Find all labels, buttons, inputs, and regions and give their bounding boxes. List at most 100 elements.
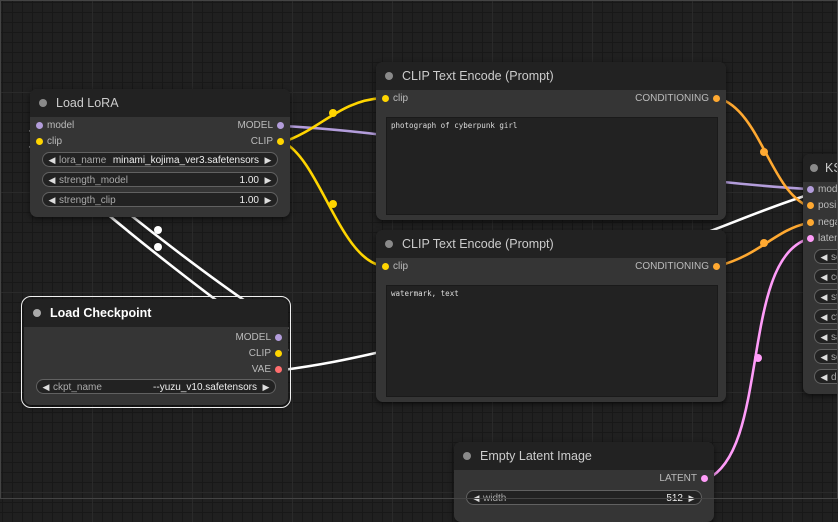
node-title-bar[interactable]: KS — [803, 154, 838, 182]
collapse-dot-icon[interactable] — [810, 164, 818, 172]
arrow-left-icon[interactable]: ◀ — [48, 175, 56, 185]
conditioning-socket-icon[interactable] — [713, 95, 720, 102]
input-slot-model[interactable]: model — [33, 119, 74, 133]
output-slot-conditioning[interactable]: CONDITIONING — [635, 260, 723, 274]
lora-name-combo[interactable]: ◀ lora_name minami_kojima_ver3.safetenso… — [42, 152, 278, 167]
arrow-left-icon[interactable]: ◀ — [820, 272, 828, 282]
link-midpoint[interactable] — [154, 243, 162, 251]
clip-text-encode-positive-node[interactable]: CLIP Text Encode (Prompt) clip CONDITION… — [376, 62, 726, 220]
width-number[interactable]: ◀ width 512 ▶ — [466, 490, 702, 505]
input-slot-clip[interactable]: clip — [379, 92, 408, 106]
clip-text-encode-negative-node[interactable]: CLIP Text Encode (Prompt) clip CONDITION… — [376, 230, 726, 402]
slot-label: clip — [47, 136, 63, 147]
conditioning-socket-icon[interactable] — [807, 219, 814, 226]
arrow-right-icon[interactable]: ▶ — [264, 175, 272, 185]
collapse-dot-icon[interactable] — [463, 452, 471, 460]
model-socket-icon[interactable] — [277, 122, 284, 129]
widget-value: minami_kojima_ver3.safetensors — [112, 155, 259, 166]
clip-socket-icon[interactable] — [382, 95, 389, 102]
link-vae-out[interactable] — [282, 350, 381, 372]
clip-socket-icon[interactable] — [275, 350, 282, 357]
output-slot-conditioning[interactable]: CONDITIONING — [635, 92, 723, 106]
clip-socket-icon[interactable] — [382, 263, 389, 270]
ksampler-widget-scheduler[interactable]: ◀ sc — [814, 349, 838, 364]
clip-socket-icon[interactable] — [36, 138, 43, 145]
node-title-bar[interactable]: Load Checkpoint — [24, 299, 288, 327]
vae-socket-icon[interactable] — [275, 366, 282, 373]
ckpt-name-combo[interactable]: ◀ ckpt_name --yuzu_v10.safetensors ▶ — [36, 379, 276, 394]
conditioning-socket-icon[interactable] — [713, 263, 720, 270]
output-slot-clip[interactable]: CLIP — [251, 135, 287, 149]
link-midpoint[interactable] — [154, 226, 162, 234]
output-slot-latent[interactable]: LATENT — [659, 472, 711, 486]
link-midpoint[interactable] — [760, 148, 768, 156]
ksampler-node[interactable]: KS mode posi nega laten ◀ se ◀ co ◀ st ◀… — [803, 154, 838, 394]
input-slot-negative[interactable]: nega — [804, 216, 838, 230]
empty-latent-image-node[interactable]: Empty Latent Image LATENT ◀ width 512 ▶ — [454, 442, 714, 522]
ksampler-widget-cfg[interactable]: ◀ cf — [814, 309, 838, 324]
ksampler-widget-sampler[interactable]: ◀ sa — [814, 329, 838, 344]
node-title-bar[interactable]: Empty Latent Image — [454, 442, 714, 470]
widget-label: sc — [831, 352, 838, 363]
widget-label: strength_clip — [59, 195, 116, 206]
collapse-dot-icon[interactable] — [39, 99, 47, 107]
arrow-left-icon[interactable]: ◀ — [820, 252, 828, 262]
widget-value: --yuzu_v10.safetensors — [153, 382, 257, 393]
input-slot-clip[interactable]: clip — [379, 260, 408, 274]
arrow-left-icon[interactable]: ◀ — [820, 332, 828, 342]
input-slot-latent[interactable]: laten — [804, 232, 838, 246]
link-midpoint[interactable] — [329, 200, 337, 208]
widget-value: 1.00 — [239, 195, 259, 206]
strength-model-number[interactable]: ◀ strength_model 1.00 ▶ — [42, 172, 278, 187]
load-lora-node[interactable]: Load LoRA model clip MODEL CLIP ◀ lora_n… — [30, 89, 290, 217]
link-lora-clip-to-positive[interactable] — [282, 96, 384, 144]
link-lora-clip-to-negative[interactable] — [282, 140, 384, 268]
node-title-bar[interactable]: Load LoRA — [30, 89, 290, 117]
arrow-left-icon[interactable]: ◀ — [820, 312, 828, 322]
arrow-right-icon[interactable]: ▶ — [262, 382, 270, 392]
slot-label: clip — [393, 93, 409, 104]
ksampler-widget-seed[interactable]: ◀ se — [814, 249, 838, 264]
output-slot-clip[interactable]: CLIP — [249, 347, 285, 361]
ksampler-widget-steps[interactable]: ◀ st — [814, 289, 838, 304]
node-title-bar[interactable]: CLIP Text Encode (Prompt) — [376, 62, 726, 90]
model-socket-icon[interactable] — [36, 122, 43, 129]
prompt-textarea[interactable]: photograph of cyberpunk girl — [386, 117, 718, 215]
prompt-textarea[interactable]: watermark, text — [386, 285, 718, 397]
arrow-right-icon[interactable]: ▶ — [264, 155, 272, 165]
arrow-left-icon[interactable]: ◀ — [820, 352, 828, 362]
output-slot-model[interactable]: MODEL — [235, 331, 285, 345]
input-slot-positive[interactable]: posi — [804, 199, 836, 213]
clip-socket-icon[interactable] — [277, 138, 284, 145]
arrow-right-icon[interactable]: ▶ — [264, 195, 272, 205]
collapse-dot-icon[interactable] — [385, 72, 393, 80]
link-midpoint[interactable] — [760, 239, 768, 247]
conditioning-socket-icon[interactable] — [807, 202, 814, 209]
widget-label: se — [831, 252, 838, 263]
widget-label: sa — [831, 332, 838, 343]
ksampler-widget-denoise[interactable]: ◀ de — [814, 369, 838, 384]
link-midpoint[interactable] — [754, 354, 762, 362]
collapse-dot-icon[interactable] — [33, 309, 41, 317]
arrow-left-icon[interactable]: ◀ — [48, 195, 56, 205]
arrow-left-icon[interactable]: ◀ — [48, 155, 56, 165]
arrow-left-icon[interactable]: ◀ — [820, 292, 828, 302]
node-title-bar[interactable]: CLIP Text Encode (Prompt) — [376, 230, 726, 258]
ksampler-widget-control[interactable]: ◀ co — [814, 269, 838, 284]
model-socket-icon[interactable] — [807, 186, 814, 193]
latent-socket-icon[interactable] — [701, 475, 708, 482]
widget-label: co — [831, 272, 838, 283]
load-checkpoint-node[interactable]: Load Checkpoint MODEL CLIP VAE ◀ ckpt_na… — [21, 296, 291, 408]
input-slot-clip[interactable]: clip — [33, 135, 62, 149]
latent-socket-icon[interactable] — [807, 235, 814, 242]
model-socket-icon[interactable] — [275, 334, 282, 341]
collapse-dot-icon[interactable] — [385, 240, 393, 248]
link-midpoint[interactable] — [329, 109, 337, 117]
slot-label: laten — [818, 233, 838, 244]
input-slot-model[interactable]: mode — [804, 183, 838, 197]
output-slot-model[interactable]: MODEL — [237, 119, 287, 133]
arrow-left-icon[interactable]: ◀ — [820, 372, 828, 382]
arrow-left-icon[interactable]: ◀ — [42, 382, 50, 392]
strength-clip-number[interactable]: ◀ strength_clip 1.00 ▶ — [42, 192, 278, 207]
output-slot-vae[interactable]: VAE — [252, 363, 285, 377]
